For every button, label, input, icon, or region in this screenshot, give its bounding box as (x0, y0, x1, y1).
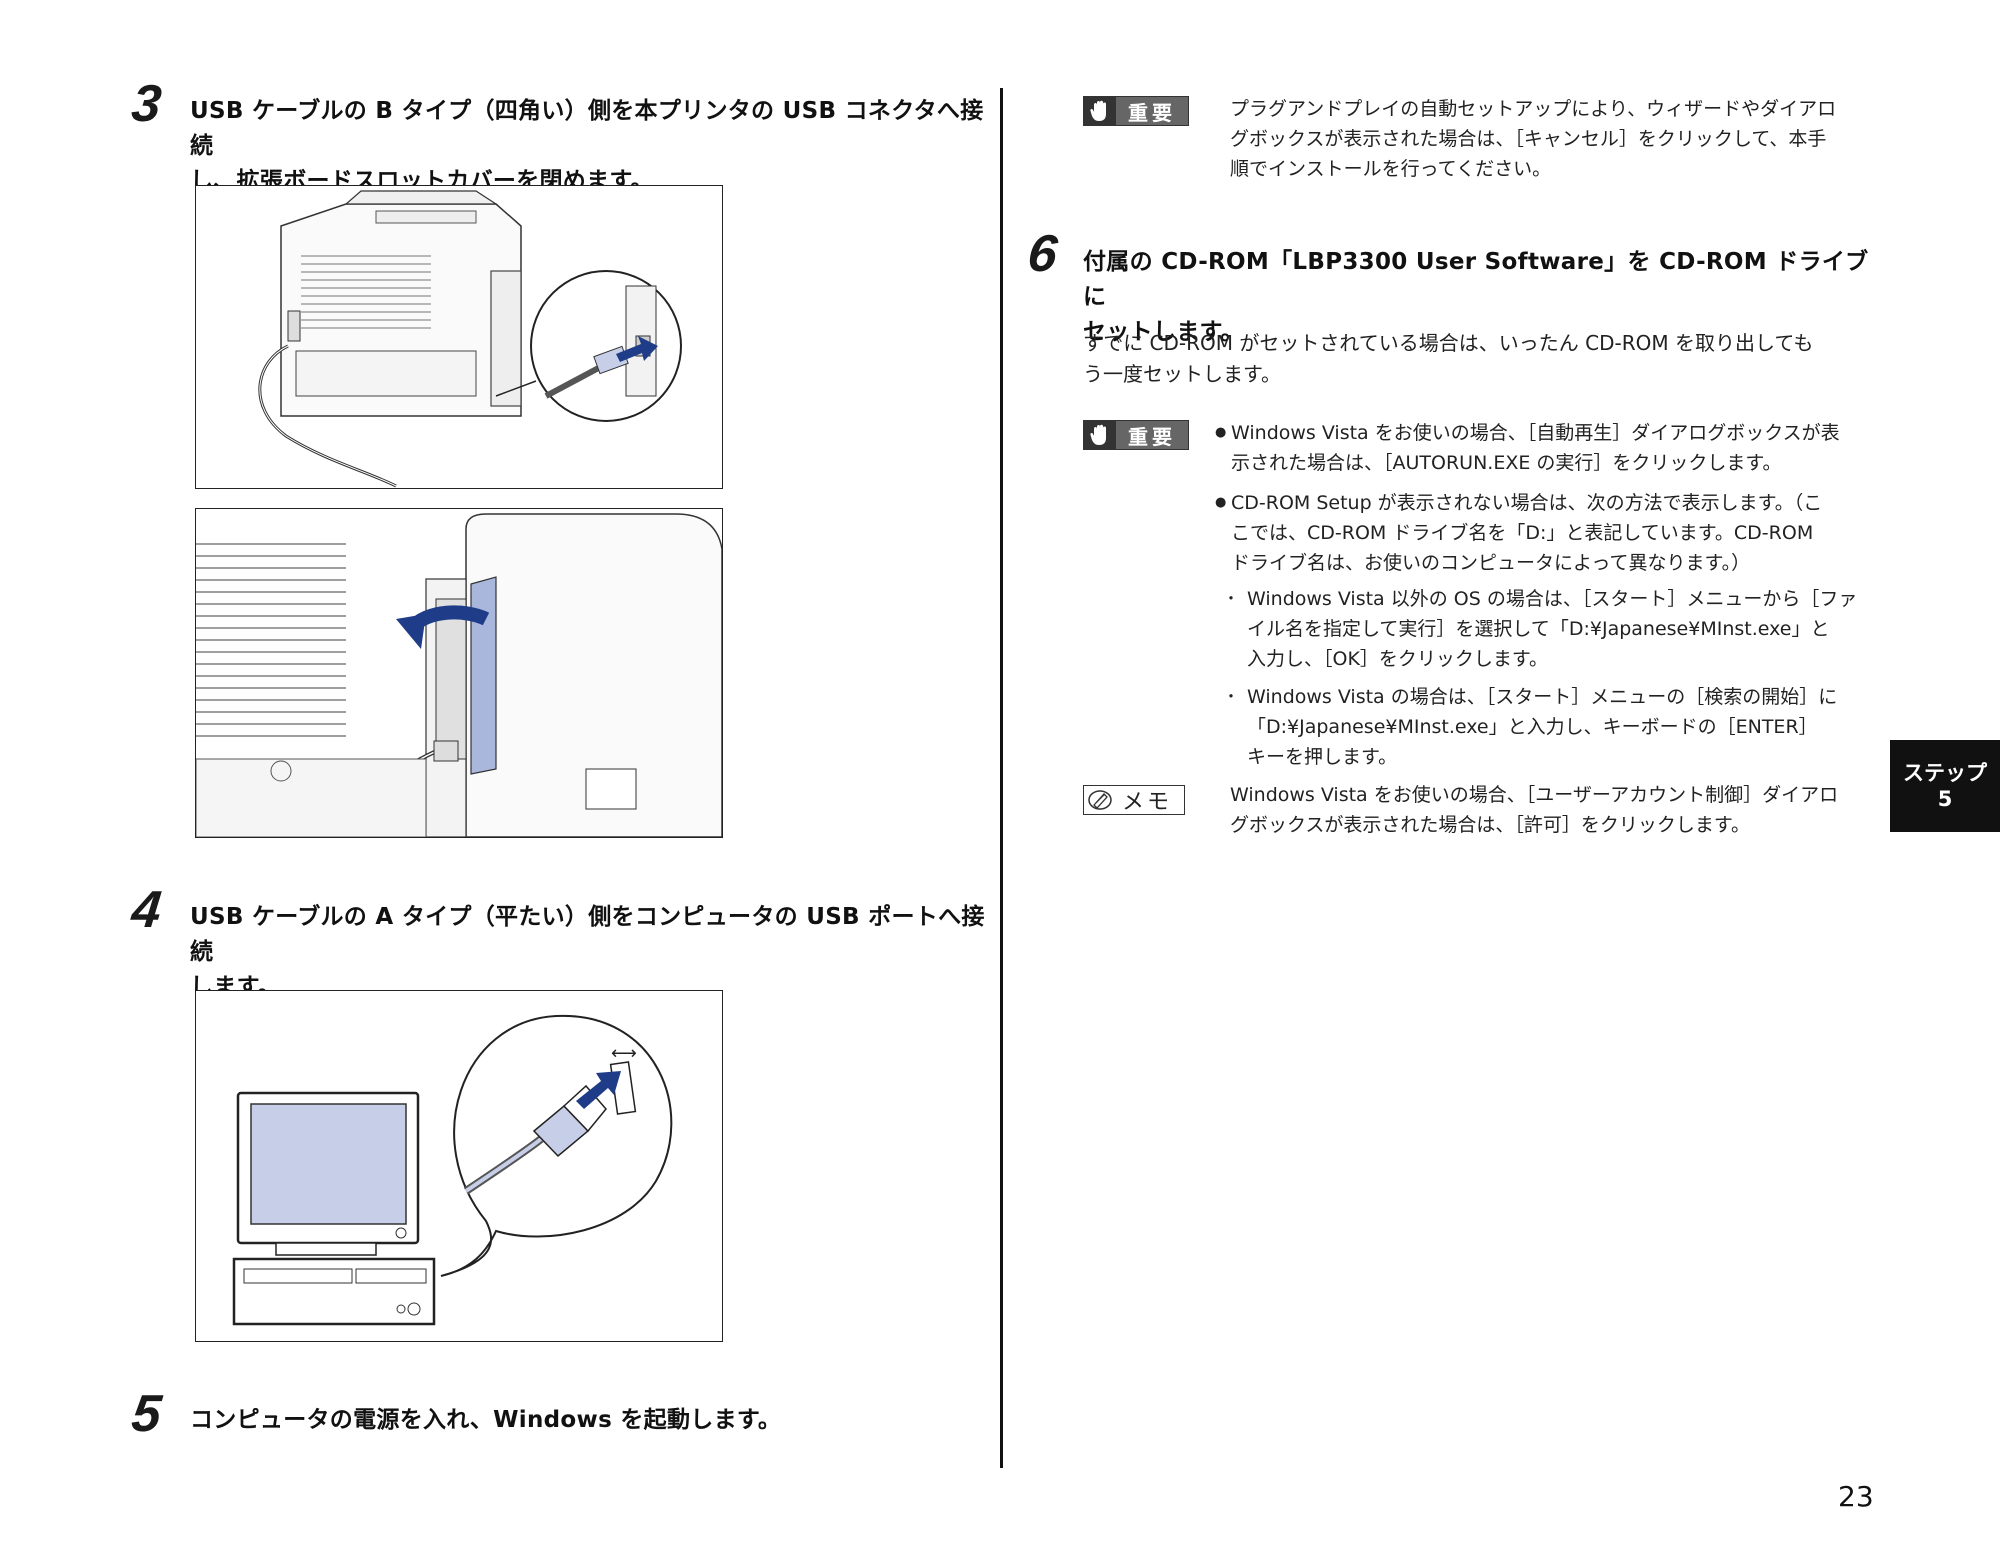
computer-usb-illustration: ⟷ (232, 1014, 673, 1326)
step-6-number: 6 (1024, 225, 1060, 283)
list-item-line: CD-ROM Setup が表示されない場合は、次の方法で表示します。（こ (1231, 492, 1823, 514)
step-5-number: 5 (128, 1385, 164, 1443)
sub-list-item: Windows Vista の場合は、［スタート］メニューの［検索の開始］に 「… (1215, 682, 1875, 772)
list-item: Windows Vista をお使いの場合、［自動再生］ダイアログボックスが表 … (1215, 418, 1875, 478)
step-5-title-line1: コンピュータの電源を入れ、Windows を起動します。 (190, 1407, 782, 1433)
sub-list-item: Windows Vista 以外の OS の場合は、［スタート］メニューから［フ… (1215, 584, 1875, 674)
sub-list-item-line: 入力し、［OK］をクリックします。 (1247, 648, 1549, 670)
memo-text-line1: Windows Vista をお使いの場合、［ユーザーアカウント制御］ダイアロ (1230, 784, 1839, 806)
list-item: CD-ROM Setup が表示されない場合は、次の方法で表示します。（こ こで… (1215, 488, 1875, 772)
important-label-2: 重要 (1116, 421, 1188, 449)
step-3-title-line1: USB ケーブルの B タイプ（四角い）側を本プリンタの USB コネクタへ接続 (190, 98, 984, 159)
important-text-1-line1: プラグアンドプレイの自動セットアップにより、ウィザードやダイアロ (1230, 98, 1837, 120)
step-3-title: USB ケーブルの B タイプ（四角い）側を本プリンタの USB コネクタへ接続… (190, 94, 990, 199)
step-6-description-line2: う一度セットします。 (1083, 362, 1281, 386)
printer-usb-illustration (258, 190, 682, 488)
figure-close-slot-cover (195, 508, 723, 838)
step-4-title-line1: USB ケーブルの A タイプ（平たい）側をコンピュータの USB ポートへ接続 (190, 904, 985, 965)
slot-cover-illustration (196, 509, 722, 837)
list-item-line: Windows Vista をお使いの場合、［自動再生］ダイアログボックスが表 (1231, 422, 1840, 444)
step-4-title: USB ケーブルの A タイプ（平たい）側をコンピュータの USB ポートへ接続… (190, 900, 990, 1005)
page-number: 23 (1838, 1480, 1874, 1513)
sub-list: Windows Vista 以外の OS の場合は、［スタート］メニューから［フ… (1215, 584, 1875, 772)
important-label-1: 重要 (1116, 97, 1188, 125)
step-6-description-line1: すでに CD-ROM がセットされている場合は、いったん CD-ROM を取り出… (1083, 331, 1814, 355)
figure-printer-usb-connect (195, 185, 723, 489)
memo-text-line2: グボックスが表示された場合は、［許可］をクリックします。 (1230, 814, 1751, 836)
important-badge-2: 重要 (1083, 420, 1189, 450)
sub-list-item-line: Windows Vista 以外の OS の場合は、［スタート］メニューから［フ… (1247, 588, 1858, 610)
pencil-icon (1084, 786, 1118, 814)
step-5-title: コンピュータの電源を入れ、Windows を起動します。 (190, 1403, 990, 1438)
memo-label: メモ (1122, 790, 1173, 815)
important-text-1-line3: 順でインストールを行ってください。 (1230, 158, 1552, 180)
step-4-number: 4 (128, 881, 164, 939)
hand-stop-icon (1084, 420, 1116, 450)
step-6-title-line1: 付属の CD-ROM「LBP3300 User Software」を CD-RO… (1083, 249, 1869, 310)
memo-badge: メモ (1083, 785, 1186, 815)
figure-computer-usb-connect: ⟷ (195, 990, 723, 1342)
side-tab-label: ステップ (1903, 761, 1987, 785)
step-6-title: 付属の CD-ROM「LBP3300 User Software」を CD-RO… (1083, 245, 1883, 350)
list-item-line: 示された場合は、［AUTORUN.EXE の実行］をクリックします。 (1231, 452, 1782, 474)
important-list-2: Windows Vista をお使いの場合、［自動再生］ダイアログボックスが表 … (1215, 418, 1875, 780)
step-6-title-line2: セットします。 (1083, 319, 1244, 345)
step-6-description: すでに CD-ROM がセットされている場合は、いったん CD-ROM を取り出… (1083, 328, 1893, 390)
memo-text: Windows Vista をお使いの場合、［ユーザーアカウント制御］ダイアロ … (1230, 780, 1880, 840)
step-side-tab: ステップ 5 (1890, 740, 2000, 832)
svg-text:⟷: ⟷ (611, 1043, 637, 1064)
important-text-1: プラグアンドプレイの自動セットアップにより、ウィザードやダイアロ グボックスが表… (1230, 94, 1880, 184)
step-3-number: 3 (128, 75, 164, 133)
list-item-line: こでは、CD-ROM ドライブ名を「D:」と表記しています。CD-ROM (1231, 522, 1814, 544)
side-tab-number: 5 (1937, 787, 1953, 811)
sub-list-item-line: Windows Vista の場合は、［スタート］メニューの［検索の開始］に (1247, 686, 1838, 708)
hand-stop-icon (1084, 96, 1116, 126)
sub-list-item-line: キーを押します。 (1247, 746, 1398, 768)
important-badge-1: 重要 (1083, 96, 1189, 126)
list-item-line: ドライブ名は、お使いのコンピュータによって異なります。） (1231, 552, 1751, 574)
sub-list-item-line: イル名を指定して実行］を選択して「D:¥Japanese¥MInst.exe」と (1247, 618, 1830, 640)
important-text-1-line2: グボックスが表示された場合は、［キャンセル］をクリックして、本手 (1230, 128, 1827, 150)
sub-list-item-line: 「D:¥Japanese¥MInst.exe」と入力し、キーボードの［ENTER… (1247, 716, 1818, 738)
column-divider (1000, 88, 1003, 1468)
